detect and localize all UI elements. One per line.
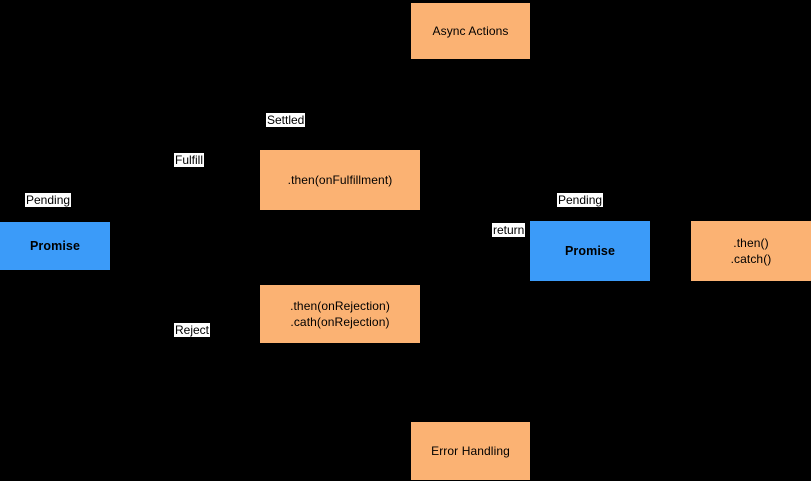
node-then-catch-label: .then() .catch() bbox=[730, 236, 772, 266]
edge-label-return: return bbox=[492, 223, 526, 237]
edge-label-pending-right: Pending bbox=[557, 193, 604, 207]
edge-label-reject: Reject bbox=[174, 323, 211, 337]
node-error-handling-label: Error Handling bbox=[431, 444, 510, 458]
node-promise-pending-left[interactable]: Promise bbox=[0, 222, 110, 270]
node-async-actions[interactable]: Async Actions bbox=[411, 3, 530, 59]
node-error-handling[interactable]: Error Handling bbox=[411, 422, 530, 480]
node-then-catch[interactable]: .then() .catch() bbox=[691, 221, 811, 281]
edge-label-pending-left: Pending bbox=[25, 193, 72, 207]
node-promise-pending-left-label: Promise bbox=[29, 239, 81, 253]
node-then-on-fulfillment-label: .then(onFulfillment) bbox=[287, 173, 393, 187]
edge-label-settled: Settled bbox=[266, 113, 306, 127]
node-async-actions-label: Async Actions bbox=[432, 24, 509, 38]
edge-label-fulfill: Fulfill bbox=[174, 153, 205, 167]
node-promise-pending-right[interactable]: Promise bbox=[530, 221, 650, 281]
node-then-on-fulfillment[interactable]: .then(onFulfillment) bbox=[260, 150, 420, 210]
node-then-catch-on-rejection[interactable]: .then(onRejection) .cath(onRejection) bbox=[260, 285, 420, 343]
node-then-catch-on-rejection-label: .then(onRejection) .cath(onRejection) bbox=[290, 299, 390, 329]
node-promise-pending-right-label: Promise bbox=[564, 244, 616, 258]
